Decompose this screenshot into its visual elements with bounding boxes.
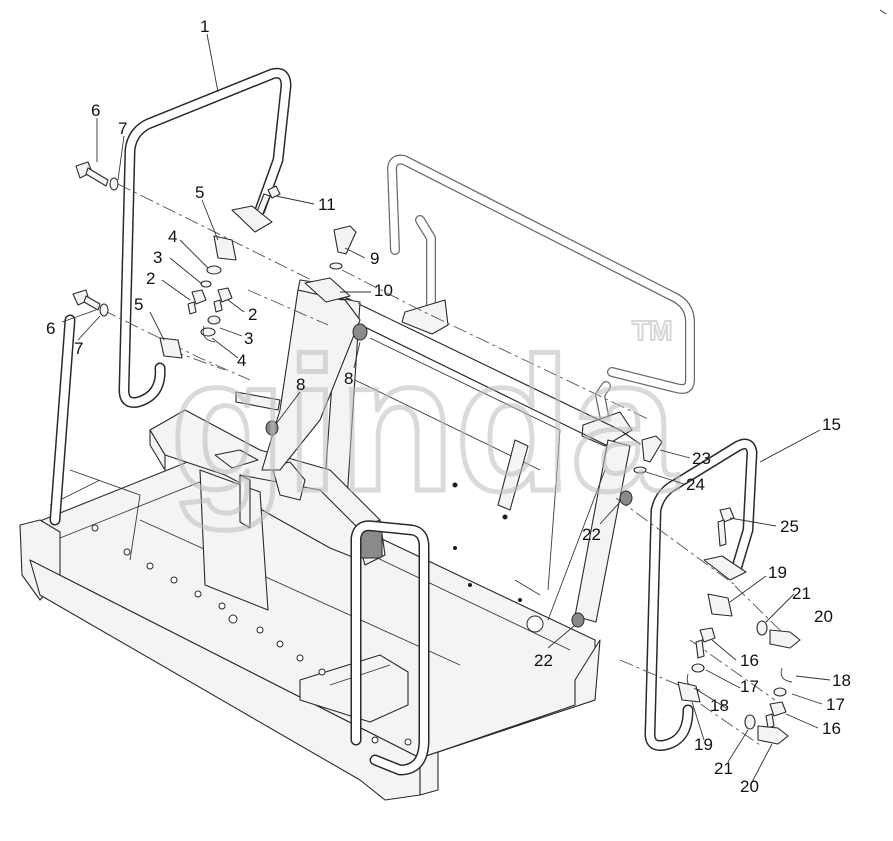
callout-5-lower: 5 — [134, 295, 143, 314]
callout-8-right: 8 — [344, 369, 353, 388]
callout-labels: 1 6 7 5 11 4 9 3 2 10 2 6 5 3 7 4 8 8 15… — [46, 17, 851, 796]
callout-9: 9 — [370, 249, 379, 268]
callout-16-top: 16 — [740, 651, 759, 670]
callout-23: 23 — [692, 449, 711, 468]
trademark-mark: TM — [632, 315, 672, 346]
callout-7-lower: 7 — [74, 339, 83, 358]
callout-19-lower: 19 — [694, 735, 713, 754]
callout-21-top: 21 — [792, 584, 811, 603]
callout-8-left: 8 — [296, 375, 305, 394]
hardware-left — [72, 161, 368, 436]
left-grab-handle — [118, 67, 292, 408]
callout-19-top: 19 — [768, 563, 787, 582]
callout-3-top: 3 — [153, 248, 162, 267]
callout-21-lower: 21 — [714, 759, 733, 778]
callout-3-lower: 3 — [244, 329, 253, 348]
callout-7-top: 7 — [118, 119, 127, 138]
callout-17-left: 17 — [740, 677, 759, 696]
right-grab-handle — [644, 438, 758, 751]
leader-lines — [61, 33, 831, 783]
callout-18-right: 18 — [832, 671, 851, 690]
corner-mark — [879, 9, 887, 15]
callout-2-right: 2 — [248, 305, 257, 324]
callout-15: 15 — [822, 415, 841, 434]
callout-11: 11 — [318, 195, 336, 214]
callout-4-top: 4 — [168, 227, 177, 246]
callout-16-lower: 16 — [822, 719, 841, 738]
chassis-frame — [19, 154, 695, 801]
callout-20-lower: 20 — [740, 777, 759, 796]
hardware-right — [571, 435, 801, 745]
callout-18-left: 18 — [710, 696, 729, 715]
callout-1: 1 — [200, 17, 209, 36]
callout-2-left: 2 — [146, 269, 155, 288]
callout-20-top: 20 — [814, 607, 833, 626]
callout-5-top: 5 — [195, 183, 204, 202]
front-center-rail — [350, 520, 430, 776]
callout-4-lower: 4 — [237, 351, 246, 370]
callout-24: 24 — [686, 475, 705, 494]
left-post — [49, 314, 76, 526]
watermark: ginda TM — [168, 314, 681, 534]
callout-25: 25 — [780, 517, 799, 536]
callout-6-lower: 6 — [46, 319, 55, 338]
callout-22-upper: 22 — [582, 525, 601, 544]
watermark-text: ginda — [170, 319, 678, 531]
callout-6-top: 6 — [91, 101, 100, 120]
callout-10: 10 — [374, 281, 393, 300]
callout-17-right: 17 — [826, 695, 845, 714]
callout-22-lower: 22 — [534, 651, 553, 670]
